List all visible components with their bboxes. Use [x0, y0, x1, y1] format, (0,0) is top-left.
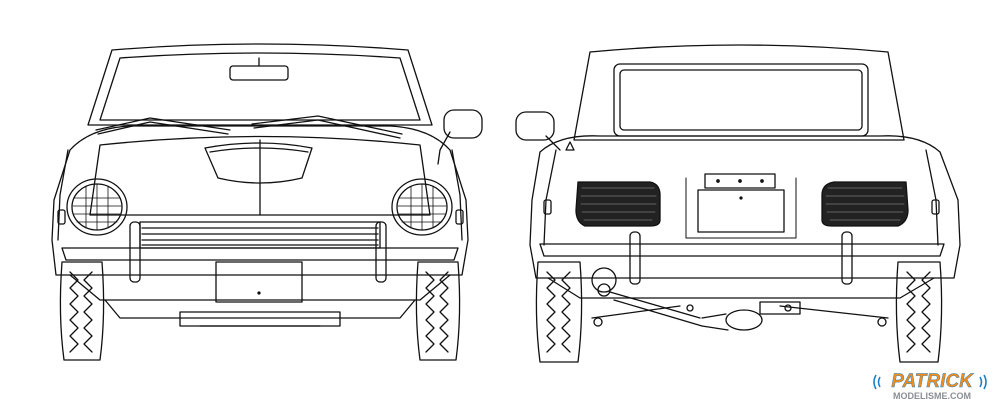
rearview-mirror — [229, 65, 289, 81]
front-license-plate — [215, 261, 303, 303]
rear-window — [613, 63, 869, 137]
front-roof-outline — [87, 43, 433, 126]
patrick-modelisme-logo: PATRICK MODELISME.COM — [873, 371, 987, 401]
rear-right-tire — [895, 261, 943, 363]
front-view — [51, 43, 483, 361]
left-rear-marker — [543, 199, 552, 215]
hood-scoop — [204, 142, 313, 184]
rear-license-plate — [697, 189, 785, 233]
rear-side-mirror — [515, 111, 555, 141]
right-rear-marker — [931, 199, 940, 215]
left-marker-light — [57, 209, 66, 225]
front-grille — [139, 221, 381, 249]
right-overrider — [375, 221, 387, 283]
front-right-tire — [415, 261, 461, 361]
hood — [89, 135, 431, 216]
right-rear-overrider — [841, 231, 853, 285]
front-valance — [69, 274, 451, 301]
rear-body-outline — [529, 135, 961, 279]
front-left-tire — [59, 261, 105, 361]
rear-roof-outline — [573, 44, 905, 141]
right-tail-light — [821, 181, 909, 227]
right-wiper — [251, 115, 403, 135]
logo-line2: MODELISME.COM — [893, 391, 971, 401]
rear-valance — [547, 277, 935, 299]
rear-left-tire — [535, 261, 583, 363]
rear-suspension — [591, 305, 889, 319]
right-marker-light — [455, 209, 464, 225]
front-body-outline — [51, 125, 469, 276]
license-plate-light — [704, 173, 776, 189]
badge-logo — [565, 141, 575, 151]
logo-line1: PATRICK — [891, 371, 974, 392]
exhaust-system — [591, 267, 763, 331]
front-crossmember — [179, 311, 341, 327]
left-overrider — [129, 221, 141, 283]
left-headlight — [66, 178, 128, 236]
front-side-mirror — [443, 109, 483, 139]
front-bumper — [61, 247, 459, 261]
rear-view — [515, 44, 961, 363]
left-tail-light — [575, 181, 661, 227]
logo-signal-icon — [873, 374, 987, 390]
windshield — [99, 52, 421, 121]
left-rear-overrider — [629, 231, 641, 285]
right-headlight — [391, 178, 453, 236]
rear-bumper — [539, 243, 945, 257]
